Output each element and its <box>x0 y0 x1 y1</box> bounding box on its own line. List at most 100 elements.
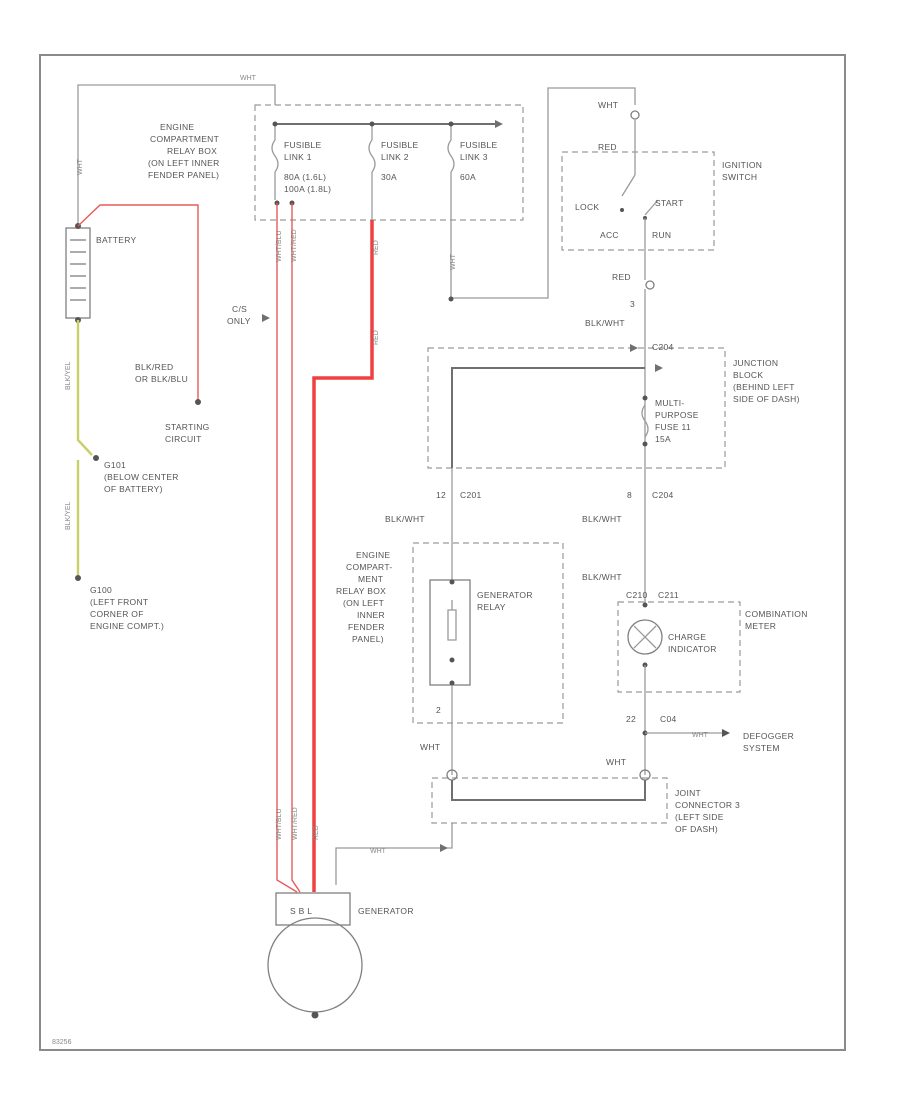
joint-connector-bus <box>451 780 646 801</box>
wire-label-gen-w3: RED <box>313 825 320 840</box>
fusible-link-1-label: FUSIBLE LINK 1 <box>284 140 324 162</box>
starting-circuit-wire-label: BLK/RED OR BLK/BLU <box>135 362 188 384</box>
ign-red-label: RED <box>598 142 617 152</box>
fusible-link-1 <box>271 121 279 200</box>
generator-relay <box>429 579 471 686</box>
starting-circuit-terminal <box>195 399 201 405</box>
defogger-system-label: DEFOGGER SYSTEM <box>743 731 797 753</box>
meter-pin-top <box>642 602 648 608</box>
wire-label-red-fl2: RED <box>373 240 380 255</box>
combination-meter <box>617 601 741 693</box>
cs-only-arrow <box>262 314 270 322</box>
relay-box-mid-label: ENGINE COMPART- MENT RELAY BOX (ON LEFT … <box>336 550 395 644</box>
combination-meter-label: COMBINATION METER <box>745 609 810 631</box>
wire-blk-yel-g101 <box>76 320 93 456</box>
wire-label-wht-joint: WHT <box>606 757 626 767</box>
c210-label: C210 <box>626 590 648 600</box>
wire-label-blk-wht-4: BLK/WHT <box>582 572 622 582</box>
junction-arrow <box>630 344 638 352</box>
footer-code: 83256 <box>52 1039 72 1046</box>
wire-label-wht-fl3: WHT <box>450 253 457 270</box>
starting-wire-line-1: BLK/RED <box>135 362 173 372</box>
wire-label-blk-yel-2: BLK/YEL <box>65 501 72 530</box>
fusible-link-3-label: FUSIBLE LINK 3 60A <box>460 140 500 182</box>
wire-wht-blu-generator <box>276 203 298 893</box>
generator-housing <box>275 892 351 926</box>
pin-8-label: 8 <box>627 490 632 500</box>
generator-body <box>267 917 363 1013</box>
relay-pin-top <box>449 579 455 585</box>
starting-circuit-label: STARTING CIRCUIT <box>165 422 212 444</box>
wire-label-blk-yel-1: BLK/YEL <box>65 361 72 390</box>
lamp-filament-2 <box>633 625 657 649</box>
ign-acc-label: ACC <box>600 230 619 240</box>
wire-wht-generator-l <box>335 823 453 885</box>
fusible-link-1-rating: 80A (1.6L) 100A (1.8L) <box>284 172 331 194</box>
fuse-terminal-top <box>642 395 648 401</box>
pin-3-label: 3 <box>630 299 635 309</box>
g101-ground <box>93 455 99 461</box>
wire-label-red-mid: RED <box>373 330 380 345</box>
ign-connector-top <box>630 110 640 120</box>
junction-block <box>427 347 726 469</box>
wire-wht-battery-relaybox <box>77 84 276 228</box>
g100-ground <box>75 575 81 581</box>
charge-indicator-lamp <box>627 619 663 655</box>
relay-box-top <box>254 104 524 221</box>
fusible-link-2-label: FUSIBLE LINK 2 30A <box>381 140 421 182</box>
junction-internal-bus <box>451 367 645 468</box>
wire-label-gen-w1: WHT/BLU <box>276 809 283 841</box>
ign-wht-wire-label: WHT <box>598 100 618 110</box>
starting-wire-line-2: OR BLK/BLU <box>135 374 188 384</box>
relay-coil-symbol <box>447 600 457 641</box>
generator-ground <box>311 1011 319 1019</box>
g101-label: G101 (BELOW CENTER OF BATTERY) <box>104 460 181 494</box>
c211-label: C211 <box>658 590 679 600</box>
generator-terminals-label: S B L <box>290 906 312 916</box>
multi-purpose-fuse-symbol <box>641 404 649 438</box>
wire-label-wht-top: WHT <box>240 75 257 82</box>
ign-contact-lock <box>621 174 636 197</box>
junction-bus-arrow <box>655 364 663 372</box>
wire-label-wht-red: WHT/RED <box>291 229 298 262</box>
c201-label: C201 <box>460 490 482 500</box>
c204-label: C204 <box>652 342 674 352</box>
cs-only-label: C/S ONLY <box>227 304 251 326</box>
charge-indicator-label: CHARGE INDICATOR <box>668 632 717 654</box>
wire-label-blk-wht-3: BLK/WHT <box>582 514 622 524</box>
fl3-splice <box>448 296 454 302</box>
ign-start-label: START <box>655 198 684 208</box>
ign-run-label: RUN <box>652 230 671 240</box>
fuse-terminal-bottom <box>642 441 648 447</box>
wire-label-gen-w2: WHT/RED <box>292 807 299 840</box>
junction-block-label: JUNCTION BLOCK (BEHIND LEFT SIDE OF DASH… <box>733 358 800 404</box>
pin-12-label: 12 <box>436 490 446 500</box>
ign-pin-acc <box>620 208 624 212</box>
battery <box>65 223 91 323</box>
wire-wht-red-generator <box>291 203 301 893</box>
battery-label: BATTERY <box>96 235 137 245</box>
wire-label-wht-def: WHT <box>692 732 709 739</box>
generator-relay-label: GENERATOR RELAY <box>477 590 535 612</box>
wire-label-wht-gen: WHT <box>370 848 387 855</box>
fusible-link-3 <box>447 121 455 298</box>
ign-lock-label: LOCK <box>575 202 599 212</box>
wire-label-wht-relay: WHT <box>420 742 440 752</box>
multi-purpose-fuse-label: MULTI- PURPOSE FUSE 11 15A <box>655 398 701 444</box>
defogger-arrow <box>722 729 730 737</box>
joint-connector-label: JOINT CONNECTOR 3 (LEFT SIDE OF DASH) <box>675 788 743 834</box>
joint-arrow <box>440 844 448 852</box>
ignition-switch-box <box>561 151 715 251</box>
g100-label: G100 (LEFT FRONT CORNER OF ENGINE COMPT.… <box>90 585 164 631</box>
pin-22-label: 22 <box>626 714 636 724</box>
relay-box-top-label: ENGINE COMPARTMENT RELAY BOX (ON LEFT IN… <box>148 122 222 180</box>
bus-arrow <box>495 120 503 128</box>
wire-wht-fl3-ignition <box>451 87 636 299</box>
wire-label-blk-wht-1: BLK/WHT <box>585 318 625 328</box>
relay-pin-mid <box>449 657 455 663</box>
wire-red-starting-circuit <box>77 204 199 400</box>
wire-label-blk-wht-2: BLK/WHT <box>385 514 425 524</box>
wire-label-wht-blu: WHT/BLU <box>276 231 283 263</box>
ign-contact-start <box>644 199 659 216</box>
